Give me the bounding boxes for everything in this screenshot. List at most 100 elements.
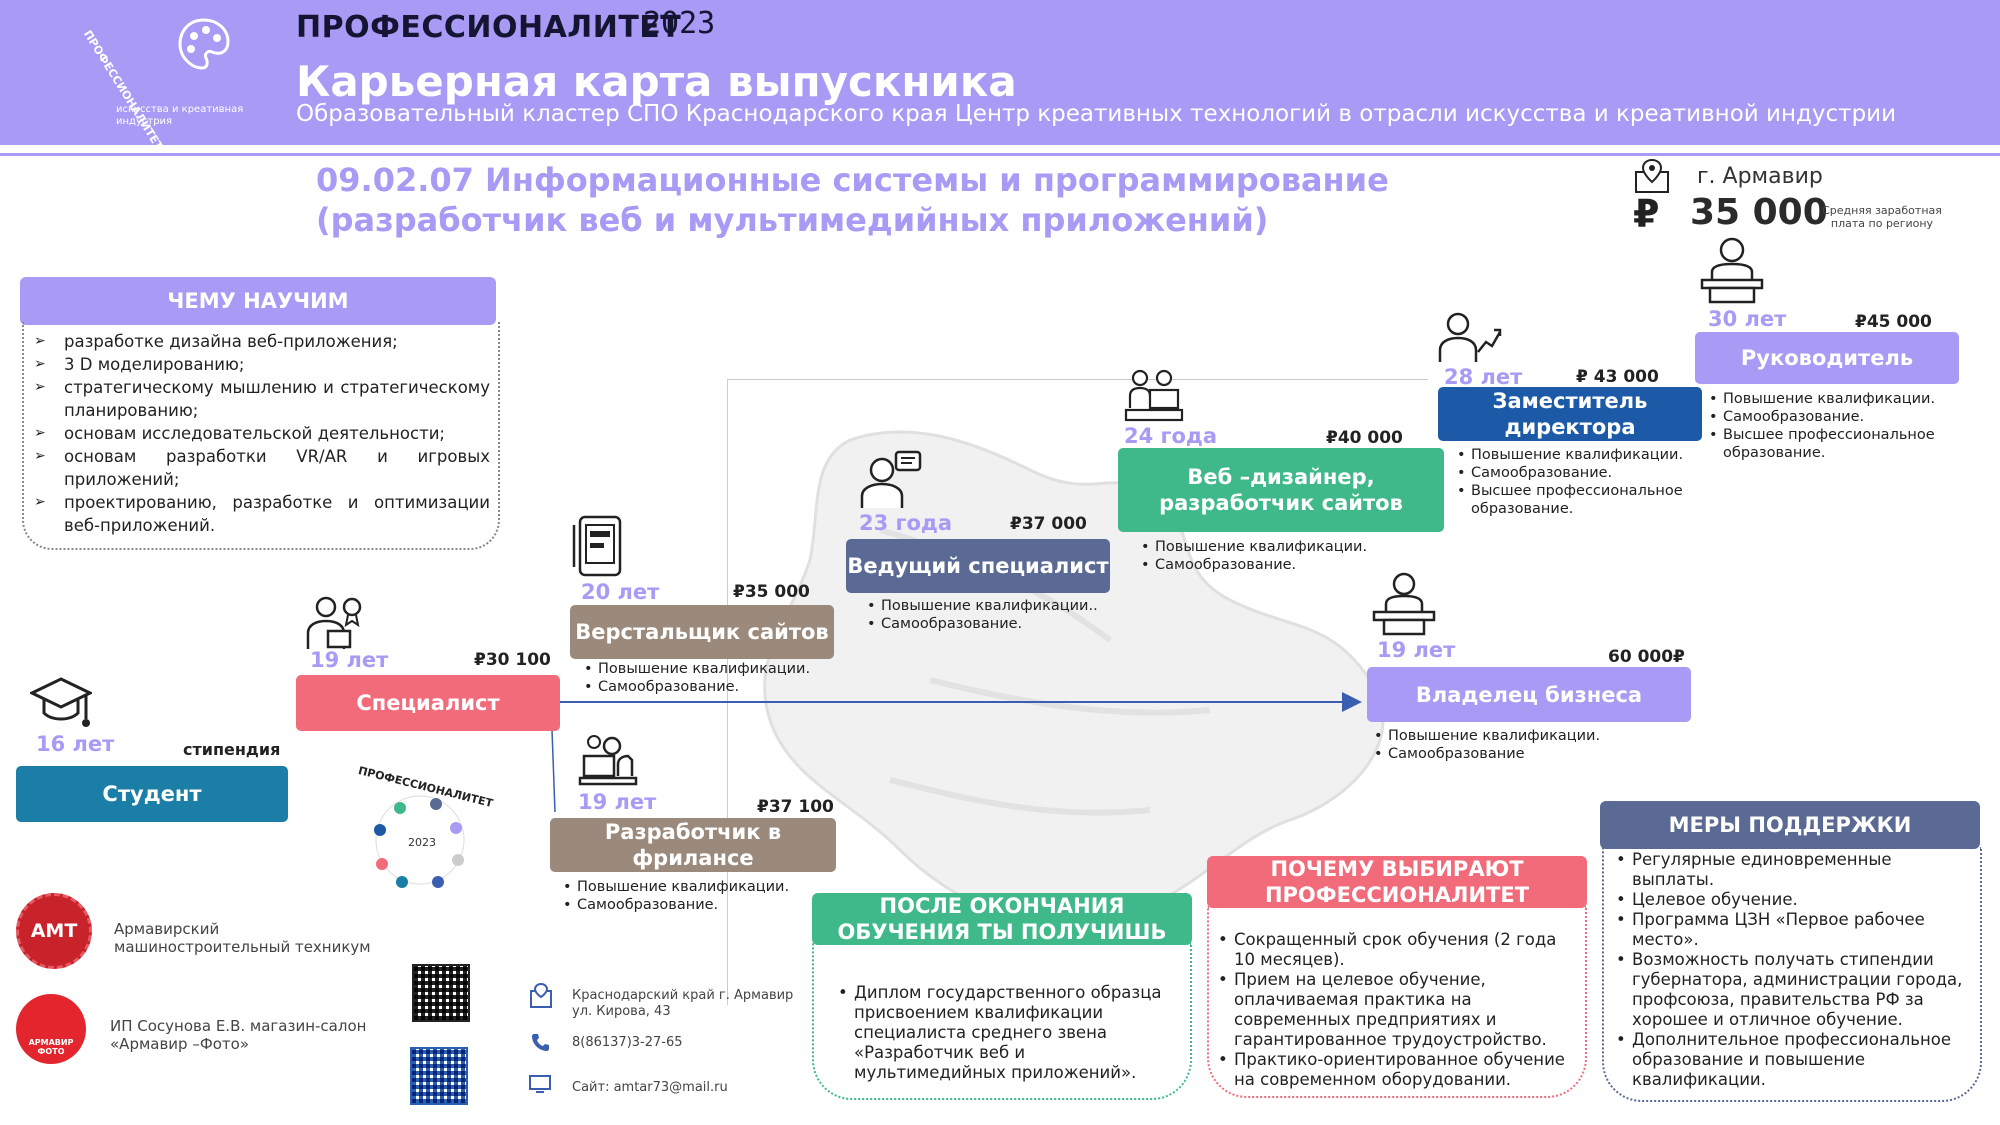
freelancer-bullets: Повышение квалификации. Самообразование. xyxy=(563,878,823,914)
brand-name: ПРОФЕССИОНАЛИТЕТ xyxy=(296,10,682,45)
head-box: Руководитель xyxy=(1695,332,1959,384)
bullet-item: Самообразование. xyxy=(584,678,844,696)
after-list: Диплом государственного образца присвоен… xyxy=(836,983,1174,1083)
web-designer-age: 24 года xyxy=(1124,424,1218,448)
freelancer-age: 19 лет xyxy=(578,790,657,814)
specialty-title: 09.02.07 Информационные системы и програ… xyxy=(316,160,1389,240)
after-item: Диплом государственного образца присвоен… xyxy=(836,983,1174,1083)
graduation-cap-icon xyxy=(30,677,92,727)
bullet-item: Высшее профессиональное образование. xyxy=(1457,482,1707,518)
site-text[interactable]: Сайт: amtar73@mail.ru xyxy=(572,1080,728,1095)
bullet-item: Самообразование. xyxy=(867,615,1127,633)
owner-salary: 60 000₽ xyxy=(1608,647,1685,667)
address-text: Краснодарский край г. Армавир ул. Кирова… xyxy=(572,988,794,1019)
armavir-foto-name: ИП Сосунова Е.В. магазин-салон «Армавир … xyxy=(110,1017,367,1053)
student-box: Студент xyxy=(16,766,288,822)
learn-item: разработке дизайна веб-приложения; xyxy=(30,330,490,353)
support-item: Регулярные единовременные выплаты. xyxy=(1614,850,1970,890)
bullet-item: Самообразование. xyxy=(1141,556,1401,574)
deputy-salary: ₽ 43 000 xyxy=(1576,367,1659,387)
city-name: г. Армавир xyxy=(1697,164,1823,189)
learn-item: стратегическому мышлению и стратегическо… xyxy=(30,376,490,422)
web-designer-salary: ₽40 000 xyxy=(1326,428,1403,448)
owner-age: 19 лет xyxy=(1377,638,1456,662)
layout-designer-age: 20 лет xyxy=(581,580,660,604)
owner-box: Владелец бизнеса xyxy=(1367,667,1691,722)
support-item: Возможность получать стипендии губернато… xyxy=(1614,950,1970,1030)
bullet-item: Высшее профессиональное образование. xyxy=(1709,426,1959,462)
ruble-icon: ₽ xyxy=(1633,192,1660,236)
manager-chart-icon xyxy=(1438,312,1502,362)
web-designer-box: Веб –дизайнер, разработчик сайтов xyxy=(1118,448,1444,532)
header-banner xyxy=(0,0,2000,145)
specialty-line-2: (разработчик веб и мультимедийных прилож… xyxy=(316,201,1269,239)
amt-logo: АМТ xyxy=(16,893,92,969)
map-pin-icon xyxy=(1635,158,1669,193)
deputy-bullets: Повышение квалификации. Самообразование.… xyxy=(1457,446,1707,518)
learn-item: проектированию, разработке и оптимизации… xyxy=(30,491,490,537)
bullet-item: Повышение квалификации. xyxy=(1374,727,1634,745)
phone-icon xyxy=(532,1034,549,1051)
owner-bullets: Повышение квалификации. Самообразование xyxy=(1374,727,1634,763)
worker-award-icon xyxy=(306,596,362,649)
phone-text[interactable]: 8(86137)3-27-65 xyxy=(572,1035,683,1050)
learn-box xyxy=(22,322,500,550)
why-box xyxy=(1207,906,1587,1098)
bullet-item: Повышение квалификации. xyxy=(1709,390,1959,408)
lead-bullets: Повышение квалификации.. Самообразование… xyxy=(867,597,1127,633)
programmer-icon xyxy=(578,735,638,786)
armavir-foto-logo: АРМАВИР ФОТО xyxy=(16,994,86,1064)
support-item: Целевое обучение. xyxy=(1614,890,1970,910)
amt-name: Армавирский машиностроительный техникум xyxy=(114,920,371,956)
layout-designer-box: Верстальщик сайтов xyxy=(570,605,834,659)
bullet-item: Повышение квалификации. xyxy=(584,660,844,678)
speaker-podium-icon xyxy=(1372,572,1436,636)
qr-code[interactable] xyxy=(410,1047,468,1105)
line-to-freelancer xyxy=(551,729,556,813)
regional-salary: 35 000 xyxy=(1690,192,1828,233)
monitor-icon xyxy=(529,1075,551,1093)
brand-year: 2023 xyxy=(643,6,716,41)
badge-year: 2023 xyxy=(408,836,436,849)
director-desk-icon xyxy=(1700,237,1764,304)
bullet-item: Самообразование xyxy=(1374,745,1634,763)
bullet-item: Повышение квалификации.. xyxy=(867,597,1127,615)
why-list: Сокращенный срок обучения (2 года 10 мес… xyxy=(1216,930,1576,1090)
support-box xyxy=(1602,847,1982,1102)
specialist-salary: ₽30 100 xyxy=(474,650,551,670)
freelancer-box: Разработчик в фрилансе xyxy=(550,818,836,872)
deputy-age: 28 лет xyxy=(1444,365,1523,389)
bullet-item: Самообразование. xyxy=(1709,408,1959,426)
web-designer-bullets: Повышение квалификации. Самообразование. xyxy=(1141,538,1401,574)
learn-item: 3 D моделированию; xyxy=(30,353,490,376)
layout-designer-bullets: Повышение квалификации. Самообразование. xyxy=(584,660,844,696)
page-subtitle: Образовательный кластер СПО Краснодарско… xyxy=(296,101,1897,127)
header-divider xyxy=(0,153,2000,156)
head-salary: ₽45 000 xyxy=(1855,312,1932,332)
deputy-box: Заместитель директора xyxy=(1438,387,1702,441)
bullet-item: Самообразование. xyxy=(563,896,823,914)
student-age: 16 лет xyxy=(36,732,115,756)
lead-salary: ₽37 000 xyxy=(1010,514,1087,534)
specialist-box: Специалист xyxy=(296,675,560,731)
why-item: Прием на целевое обучение, оплачиваемая … xyxy=(1216,970,1576,1050)
support-title: МЕРЫ ПОДДЕРЖКИ xyxy=(1600,801,1980,849)
learn-list: разработке дизайна веб-приложения; 3 D м… xyxy=(30,330,490,537)
tablet-icon xyxy=(572,515,622,577)
page-title: Карьерная карта выпускника xyxy=(296,57,1017,106)
bullet-item: Повышение квалификации. xyxy=(1141,538,1401,556)
layout-designer-salary: ₽35 000 xyxy=(733,582,810,602)
building-icon xyxy=(530,983,552,1008)
palette-icon xyxy=(178,18,230,70)
qr-code[interactable] xyxy=(412,964,470,1022)
head-bullets: Повышение квалификации. Самообразование.… xyxy=(1709,390,1959,462)
regional-salary-note: Средняя заработная плата по региону xyxy=(1822,204,1942,230)
specialist-age: 19 лет xyxy=(310,648,389,672)
why-item: Сокращенный срок обучения (2 года 10 мес… xyxy=(1216,930,1576,970)
support-item: Программа ЦЗН «Первое рабочее место». xyxy=(1614,910,1970,950)
freelancer-salary: ₽37 100 xyxy=(757,797,834,817)
lead-age: 23 года xyxy=(859,511,953,535)
head-age: 30 лет xyxy=(1708,307,1787,331)
bullet-item: Повышение квалификации. xyxy=(563,878,823,896)
